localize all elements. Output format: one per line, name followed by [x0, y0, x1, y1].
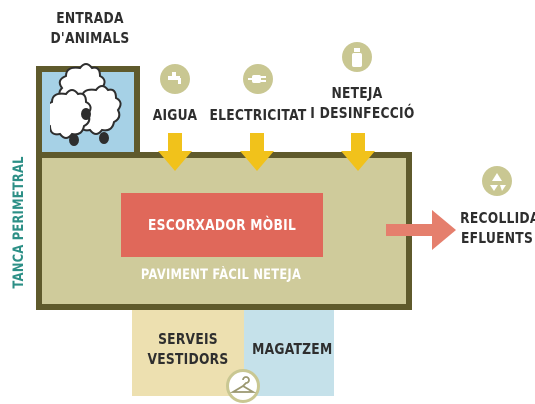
effluents-label-line2: EFLUENTS	[460, 229, 534, 247]
cleaning-arrow	[341, 133, 375, 171]
mobile-slaughterhouse	[121, 193, 323, 257]
recycle-icon	[482, 166, 512, 196]
services-label-line1: SERVEIS	[158, 330, 218, 348]
floor-label: PAVIMENT FÀCIL NETEJA	[140, 267, 302, 283]
services-label-line2: VESTIDORS	[147, 350, 229, 368]
water-arrow	[158, 133, 192, 171]
hanger-icon	[226, 369, 260, 403]
water-label: AIGUA	[152, 106, 198, 124]
effluents-label-line1: RECOLLIDA	[460, 209, 535, 227]
slaughterhouse-label: ESCORXADOR MÒBIL	[147, 216, 297, 234]
sheep-icon	[50, 63, 122, 146]
cleaning-label-line1: NETEJA	[331, 84, 383, 102]
effluents-arrow	[386, 210, 456, 250]
spray-bottle-icon	[342, 42, 372, 72]
cleaning-label-line2: I DESINFECCIÓ	[310, 104, 415, 122]
entrance-label-line1: ENTRADA	[56, 9, 124, 27]
services-changing-rooms	[132, 310, 244, 396]
perimeter-fence-label: TANCA PERIMETRAL	[11, 156, 27, 289]
plug-icon	[243, 64, 273, 94]
entrance-label-line2: D'ANIMALS	[50, 29, 130, 47]
electricity-label: ELECTRICITAT	[209, 106, 307, 124]
faucet-icon	[160, 64, 190, 94]
warehouse-label: MAGATZEM	[252, 340, 333, 358]
electricity-arrow	[240, 133, 274, 171]
